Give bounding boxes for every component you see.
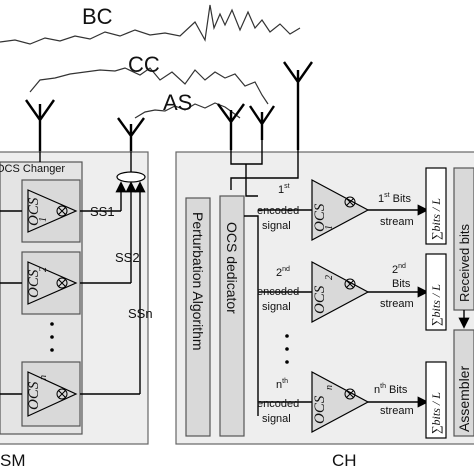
ocs-changer-title: OCS Changer [0, 163, 65, 175]
as-wave [134, 102, 241, 119]
assembler-box [453, 329, 474, 437]
bits-stream-label-2: 2nd Bits stream [380, 263, 414, 310]
svg-text:nth Bits: nth Bits [374, 383, 408, 396]
combiner-icon [116, 171, 146, 183]
svg-text:stream: stream [380, 298, 414, 310]
encoded-label-1: 1st encoded signal [257, 183, 299, 232]
svg-text:OCS: OCS [312, 395, 328, 424]
received-bits-label: Received bits [457, 223, 472, 302]
sm-ocs-block-2: OCS 2 [21, 251, 81, 315]
cc-label: CC [128, 52, 160, 77]
ch-antenna-3-icon [283, 61, 313, 150]
as-label: AS [163, 90, 192, 115]
encoded-wires [258, 209, 312, 403]
sm-input-wires [0, 210, 22, 395]
svg-text:Bits: Bits [392, 278, 411, 290]
cc-wave [29, 67, 269, 105]
dedicator-bus [244, 215, 259, 416]
sm-antenna-left-icon [25, 99, 55, 152]
sm-ocs-block-1: OCS 1 [21, 179, 81, 243]
bits-stream-label-1: 1st Bits stream [378, 192, 414, 228]
perturbation-algorithm-label: Perturbation Algorithm [190, 212, 206, 351]
ch-ocs-block-2: OCS 2 [311, 260, 370, 324]
ch-label: CH [332, 451, 357, 470]
svg-text:OCS: OCS [312, 203, 328, 232]
ocs-dedicator-label: OCS dedicator [224, 222, 240, 314]
ssn-label: SSn [128, 306, 153, 321]
svg-text:signal: signal [262, 413, 291, 425]
ss2-label: SS2 [115, 250, 140, 265]
sum-box-1: ∑bits / L [425, 167, 447, 245]
svg-text:1st: 1st [278, 183, 290, 196]
svg-text:stream: stream [380, 405, 414, 417]
bc-wave [0, 4, 301, 45]
encoded-label-2: 2nd encoded signal [257, 266, 299, 313]
sm-antenna-right-icon [117, 117, 145, 152]
sm-ellipsis-dots [50, 322, 54, 352]
svg-text:2: 2 [324, 275, 335, 280]
svg-text:n: n [324, 385, 335, 390]
bits-stream-label-n: nth Bits stream [374, 383, 414, 417]
svg-text:∑bits / L: ∑bits / L [429, 284, 443, 326]
sum-box-2: ∑bits / L [425, 253, 447, 331]
sm-ocs-n-sub: n [38, 375, 49, 380]
sum-box-n: ∑bits / L [425, 361, 447, 439]
ch-ocs-block-1: OCS 1 [311, 178, 370, 242]
svg-text:nth: nth [276, 378, 288, 391]
ch-ellipsis-dots [285, 334, 289, 364]
sm-ocs-2-label: OCS [26, 269, 42, 298]
sm-ocs-block-n: OCS n [21, 361, 81, 427]
svg-text:1st Bits: 1st Bits [378, 192, 411, 205]
svg-text:∑bits / L: ∑bits / L [429, 392, 443, 434]
svg-text:signal: signal [262, 220, 291, 232]
assembler-label: Assembler [456, 366, 472, 432]
sm-ocs-1-label: OCS [26, 197, 42, 226]
svg-text:stream: stream [380, 216, 414, 228]
svg-text:encoded: encoded [257, 398, 299, 410]
bc-label: BC [82, 4, 113, 29]
svg-text:OCS: OCS [312, 285, 328, 314]
svg-text:2nd: 2nd [276, 266, 290, 279]
sm-ocs-2-sub: 2 [38, 267, 49, 272]
sm-label: SM [0, 451, 26, 470]
ch-feed-dedicator [245, 164, 258, 197]
sm-ocs-n-label: OCS [26, 381, 42, 410]
svg-text:encoded: encoded [257, 205, 299, 217]
ch-antenna-2-icon [249, 105, 275, 140]
svg-text:2nd: 2nd [392, 263, 406, 276]
ch-antenna-join-2 [230, 150, 299, 190]
ss1-label: SS1 [90, 204, 115, 219]
svg-text:∑bits / L: ∑bits / L [429, 198, 443, 240]
perturbation-algorithm-box [185, 197, 211, 437]
ch-ocs-block-n: OCS n [311, 370, 370, 434]
encoded-label-n: nth encoded signal [257, 378, 299, 425]
sm-ocs-1-sub: 1 [38, 217, 49, 222]
sm-output-wires [80, 210, 140, 395]
svg-text:signal: signal [262, 301, 291, 313]
svg-text:1: 1 [324, 225, 335, 230]
svg-text:encoded: encoded [257, 286, 299, 298]
ocs-dedicator-box [219, 195, 245, 437]
ch-antenna-1-icon [217, 103, 245, 150]
